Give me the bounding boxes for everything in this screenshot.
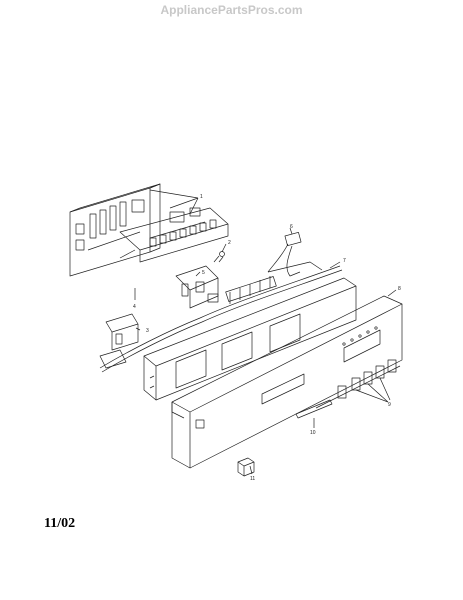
- part-label-3: 3: [146, 328, 149, 334]
- bracket-module: [99, 313, 139, 369]
- part-label-8: 8: [398, 286, 401, 292]
- wire-harness: [99, 265, 343, 373]
- part-label-9: 9: [388, 402, 391, 408]
- connector-block: [175, 265, 219, 309]
- part-label-11: 11: [250, 476, 255, 482]
- screw-part: [213, 251, 225, 263]
- control-board: [119, 207, 229, 263]
- part-label-2: 2: [228, 240, 231, 246]
- part-label-7: 7: [343, 258, 346, 264]
- sensor-harness: [267, 232, 323, 277]
- handle-bar: [295, 399, 333, 419]
- control-module-housing: [69, 183, 161, 277]
- part-label-4: 4: [133, 304, 136, 310]
- push-buttons: [337, 359, 397, 403]
- part-label-10: 10: [310, 430, 316, 436]
- inner-mounting-frame: [143, 277, 357, 401]
- cube-part: [237, 457, 255, 477]
- revision-date-code: 11/02: [44, 516, 76, 531]
- part-label-5: 5: [202, 270, 205, 276]
- watermark-text: AppliancePartsPros.com: [160, 3, 303, 17]
- front-control-panel: [171, 295, 403, 469]
- part-label-1: 1: [200, 194, 203, 200]
- leader-lines: [135, 189, 397, 475]
- part-label-6: 6: [290, 224, 293, 230]
